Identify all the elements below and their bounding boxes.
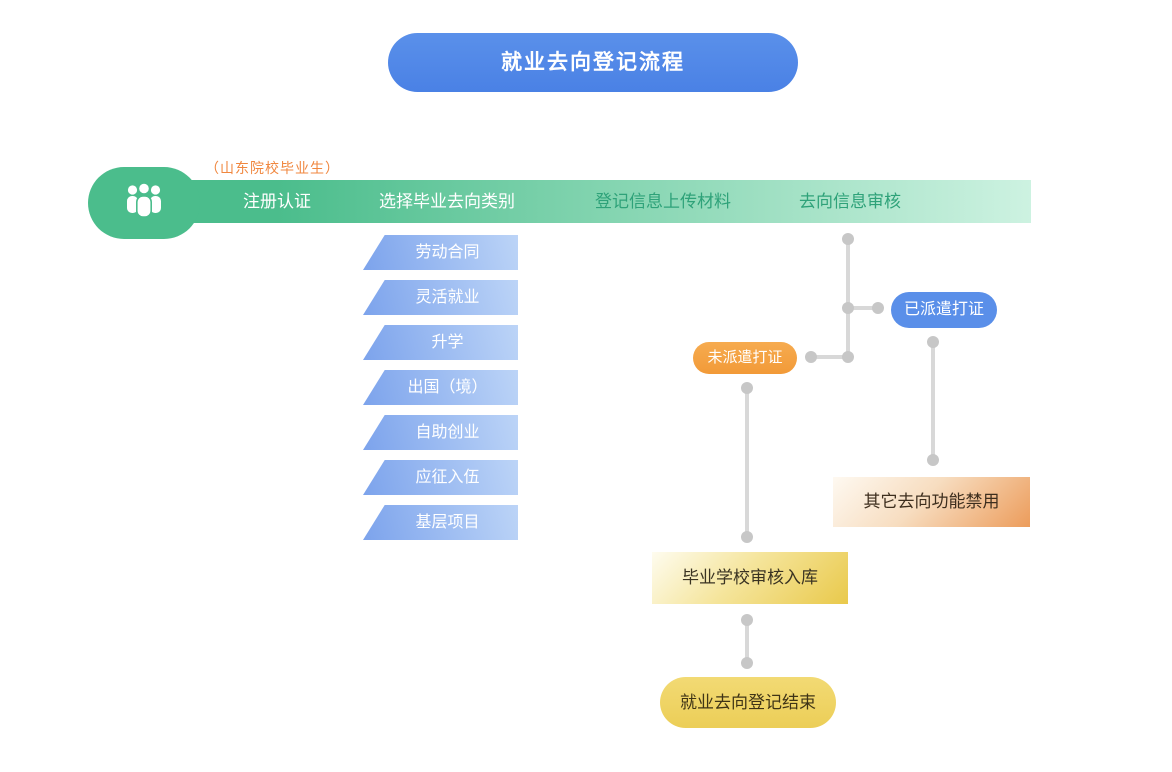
connector-line: [846, 239, 850, 357]
connector-line: [848, 306, 880, 310]
process-bar: [144, 180, 1031, 223]
destination-type-item: 自助创业: [363, 415, 518, 450]
connector-dot: [805, 351, 817, 363]
connector-dot: [927, 454, 939, 466]
connector-line: [745, 620, 749, 663]
destination-type-item: 灵活就业: [363, 280, 518, 315]
connector-dot: [872, 302, 884, 314]
people-group-icon: [121, 181, 167, 226]
step-choose-destination: 选择毕业去向类别: [379, 192, 515, 211]
connector-line: [931, 342, 935, 460]
page-title: 就业去向登记流程: [388, 33, 798, 92]
school-review-node: 毕业学校审核入库: [652, 552, 848, 604]
destination-type-item: 劳动合同: [363, 235, 518, 270]
destination-type-item: 升学: [363, 325, 518, 360]
connector-dot: [842, 351, 854, 363]
dispatched-cert-node: 已派遣打证: [891, 292, 997, 328]
audience-caption: （山东院校毕业生）: [205, 160, 340, 176]
destination-type-item: 应征入伍: [363, 460, 518, 495]
connector-dot: [842, 233, 854, 245]
connector-dot: [741, 382, 753, 394]
registration-end-node: 就业去向登记结束: [660, 677, 836, 728]
connector-dot: [741, 531, 753, 543]
connector-dot: [741, 657, 753, 669]
step-upload-materials: 登记信息上传材料: [595, 192, 731, 211]
connector-dot: [741, 614, 753, 626]
connector-line: [745, 388, 749, 537]
connector-dot: [842, 302, 854, 314]
not-dispatched-cert-node: 未派遣打证: [693, 342, 797, 374]
connector-dot: [927, 336, 939, 348]
destination-type-item: 出国（境）: [363, 370, 518, 405]
graduates-node: [88, 167, 200, 239]
step-review-info: 去向信息审核: [799, 192, 901, 211]
connector-line: [811, 355, 848, 359]
step-register: 注册认证: [243, 192, 311, 211]
destination-type-item: 基层项目: [363, 505, 518, 540]
other-destination-disabled-node: 其它去向功能禁用: [833, 477, 1030, 527]
